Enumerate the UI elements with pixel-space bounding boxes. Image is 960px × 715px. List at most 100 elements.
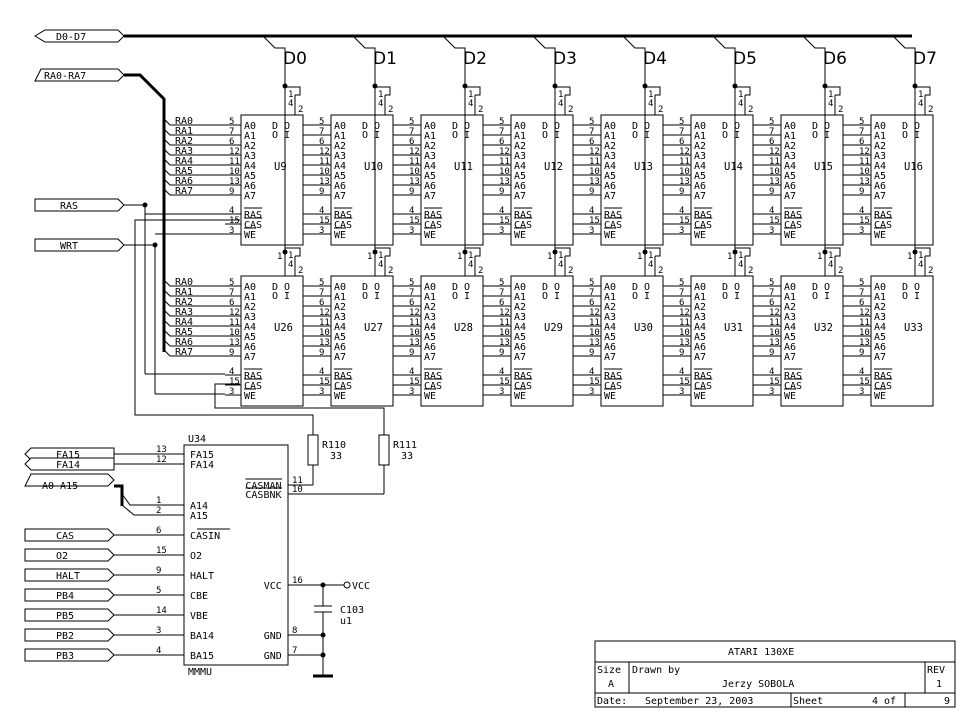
pin-num: 2 xyxy=(838,105,843,115)
pin-num: 1 xyxy=(288,90,293,100)
pin-num: 13 xyxy=(319,177,330,187)
pin-label: A0 xyxy=(514,282,526,293)
pin-label: WE xyxy=(334,391,346,402)
data-line-d7: D7 xyxy=(892,35,937,258)
pin-label: A0 xyxy=(244,282,256,293)
pin-label: A5 xyxy=(604,171,616,182)
ram-chip-u9: U9D OO I142A05A17A26A312A411A510A613A79R… xyxy=(225,86,315,262)
pin-num: 2 xyxy=(298,105,303,115)
pin-num: 15 xyxy=(319,377,330,387)
a-bus-line xyxy=(114,484,124,506)
data-line-d1: D1 xyxy=(352,35,397,258)
pin-label: WE xyxy=(604,391,616,402)
pin-label: A1 xyxy=(604,292,616,303)
pin-label: A4 xyxy=(514,322,526,333)
pin-label: A3 xyxy=(694,312,706,323)
ras-connector: RAS xyxy=(34,198,125,212)
pin-num: 11 xyxy=(589,157,600,167)
pin-num: 6 xyxy=(769,298,774,308)
pin-num: 13 xyxy=(589,177,600,187)
pin-label: WE xyxy=(514,230,526,241)
data-bus-label: D0-D7 xyxy=(56,32,86,43)
data-bus-connector: D0-D7 xyxy=(34,29,125,43)
pin-num: 13 xyxy=(499,177,510,187)
pin-num: 3 xyxy=(229,226,234,236)
chip-ref: U10 xyxy=(364,161,383,173)
pin-label: CAS xyxy=(784,220,802,231)
pin-num: 13 xyxy=(229,177,240,187)
pin-label: A2 xyxy=(874,302,886,313)
pin-label: A2 xyxy=(694,141,706,152)
pin-label: WE xyxy=(694,230,706,241)
pin-num: 6 xyxy=(859,137,864,147)
pin-num: 1 xyxy=(727,252,732,262)
net-connector-o2: O2 xyxy=(24,548,115,562)
pin-num: 2 xyxy=(298,266,303,276)
pin-label: A0 xyxy=(604,282,616,293)
pin-num: 3 xyxy=(409,226,414,236)
pin-label: A3 xyxy=(784,312,796,323)
addr-net-ra6: RA6 xyxy=(163,337,225,348)
mmu-pin-num: 10 xyxy=(292,485,303,495)
pin-label: A6 xyxy=(874,181,886,192)
title-text: ATARI 130XE xyxy=(728,647,794,658)
pin-label: RAS xyxy=(694,371,712,382)
pin-num: 3 xyxy=(499,226,504,236)
pin-num: 4 xyxy=(468,99,473,109)
addr-net-label: RA5 xyxy=(175,327,193,338)
pin-num: 15 xyxy=(769,377,780,387)
pin-num: 4 xyxy=(468,260,473,270)
mmu-u34: U34 MMMU xyxy=(183,434,289,678)
addr-net-ra1: RA1 xyxy=(163,126,225,137)
pin-num: 3 xyxy=(589,226,594,236)
pin-label: A2 xyxy=(424,302,436,313)
addr-net-label: RA7 xyxy=(175,347,193,358)
pin-num: 4 xyxy=(828,260,833,270)
pin-num: 15 xyxy=(589,377,600,387)
pin-num: 1 xyxy=(288,251,293,261)
pin-label: A6 xyxy=(514,181,526,192)
pin-num: 10 xyxy=(319,167,330,177)
pin-label: A7 xyxy=(244,191,256,202)
pin-label: A2 xyxy=(334,302,346,313)
pin-num: 1 xyxy=(648,251,653,261)
mmu-pin-label: GND xyxy=(264,651,282,662)
pin-label: A4 xyxy=(334,161,346,172)
pin-num: 4 xyxy=(229,206,234,216)
pin-label: A5 xyxy=(694,171,706,182)
pin-num: 12 xyxy=(859,147,870,157)
net-connector-pb4: PB4 xyxy=(24,588,115,602)
pin-num: 3 xyxy=(409,387,414,397)
resistor-r111: R111 33 xyxy=(378,425,417,494)
pin-num: 12 xyxy=(409,147,420,157)
pin-num: 15 xyxy=(679,216,690,226)
pin-label: RAS xyxy=(424,210,442,221)
pin-label: A4 xyxy=(334,322,346,333)
addr-net-ra3: RA3 xyxy=(163,146,225,157)
do-di-sub: O I xyxy=(812,291,830,302)
data-line-d3: D3 xyxy=(532,35,577,258)
pin-num: 15 xyxy=(679,377,690,387)
pin-label: A6 xyxy=(784,181,796,192)
pin-num: 15 xyxy=(859,216,870,226)
cas-row2-wire xyxy=(214,383,385,425)
pin-num: 12 xyxy=(499,147,510,157)
pin-label: RAS xyxy=(514,371,532,382)
mmu-pin-num: 1 xyxy=(156,496,161,506)
a0-a15-connector: A0-A15 xyxy=(24,473,115,492)
mmu-pin-label: O2 xyxy=(190,551,202,562)
r111-value: 33 xyxy=(401,451,413,462)
net-connector-cas: CAS xyxy=(24,528,115,542)
pin-num: 5 xyxy=(859,278,864,288)
pin-num: 10 xyxy=(499,328,510,338)
pin-label: A6 xyxy=(694,342,706,353)
pin-label: A2 xyxy=(514,141,526,152)
pin-num: 7 xyxy=(859,127,864,137)
pin-label: A0 xyxy=(424,121,436,132)
pin-num: 9 xyxy=(229,187,234,197)
mmu-pin-num: 15 xyxy=(156,546,167,556)
